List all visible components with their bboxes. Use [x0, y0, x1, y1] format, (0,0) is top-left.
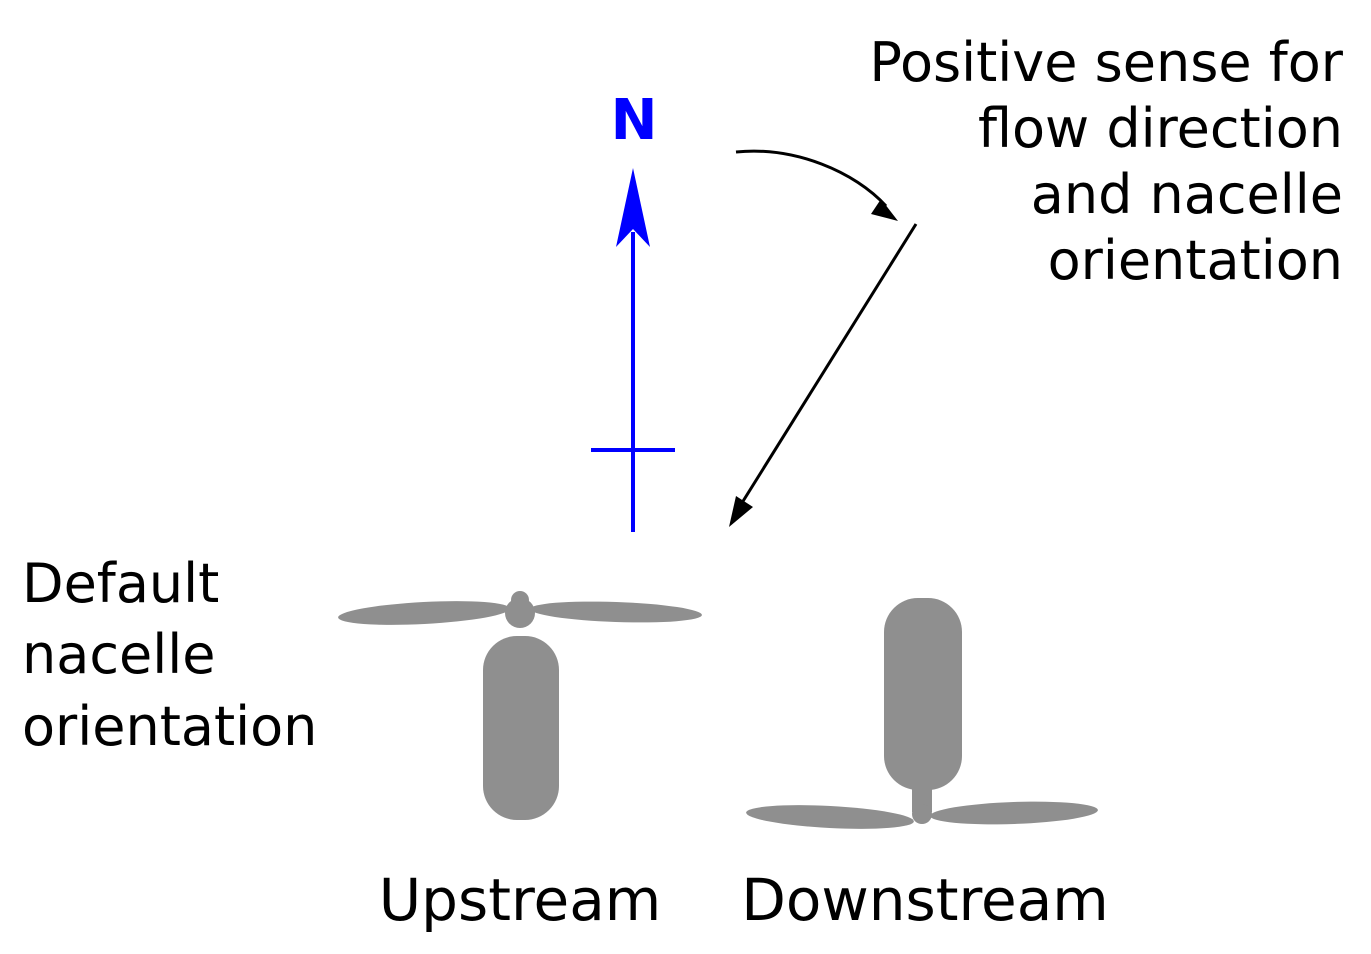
- north-label: N: [610, 88, 658, 153]
- downstream-caption: Downstream: [741, 866, 1109, 934]
- upstream-turbine-icon: [338, 591, 702, 820]
- annotation-leader-arrow-icon: [735, 149, 898, 221]
- positive-sense-arrow-shaft: [738, 223, 918, 507]
- downstream-shaft: [912, 778, 932, 812]
- leader-arrow-curve: [735, 149, 888, 208]
- annotation-line-3: and nacelle: [1030, 162, 1343, 226]
- default-nacelle-orientation-note: Default nacelle orientation: [22, 548, 317, 762]
- leader-arrow-head: [871, 199, 898, 221]
- positive-sense-arrow-head: [729, 496, 753, 527]
- north-arrow-head: [616, 168, 650, 247]
- upstream-left-blade: [338, 601, 510, 625]
- nacelle-note-line-3: orientation: [22, 694, 318, 758]
- annotation-line-1: Positive sense for: [869, 31, 1343, 94]
- downstream-left-blade: [746, 805, 914, 829]
- upstream-right-blade: [530, 601, 702, 623]
- positive-sense-annotation: Positive sense for flow direction and na…: [869, 30, 1343, 294]
- upstream-caption: Upstream: [378, 866, 662, 934]
- downstream-nacelle-body: [884, 598, 962, 790]
- nacelle-note-line-2: nacelle: [22, 623, 216, 687]
- annotation-line-4: orientation: [1047, 228, 1343, 292]
- downstream-hub: [912, 804, 932, 824]
- annotation-line-2: flow direction: [977, 96, 1343, 160]
- positive-sense-arrow-icon: [729, 223, 918, 527]
- downstream-right-blade: [930, 801, 1098, 825]
- north-arrow-icon: [591, 168, 675, 532]
- downstream-turbine-icon: [746, 598, 1098, 829]
- upstream-nacelle-body: [483, 636, 559, 820]
- nacelle-note-line-1: Default: [22, 552, 220, 615]
- upstream-hub: [505, 598, 535, 628]
